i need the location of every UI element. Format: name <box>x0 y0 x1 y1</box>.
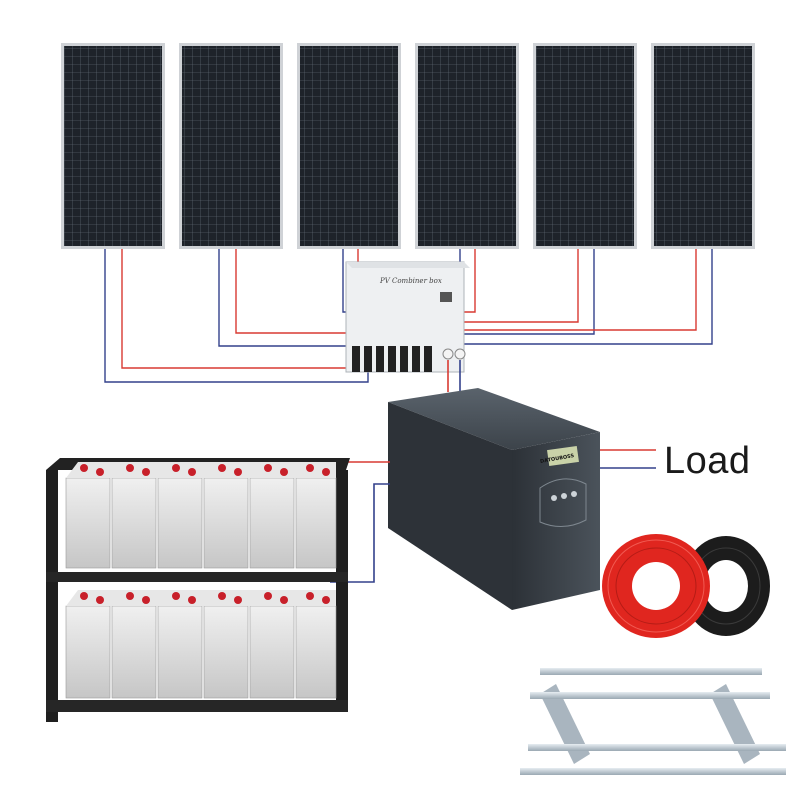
solar-panel-2 <box>179 43 283 249</box>
black-cable-coil <box>682 536 770 636</box>
inverter-display <box>547 445 579 467</box>
combiner-inverter-wiring <box>447 360 461 392</box>
solar-panel-3 <box>297 43 401 249</box>
combiner-box-label: PV Combiner box <box>380 277 442 285</box>
combiner-connectors <box>352 346 466 372</box>
battery-row-top <box>65 462 337 569</box>
mounting-bracket <box>520 668 786 775</box>
solar-panel-1 <box>61 43 165 249</box>
inverter <box>388 388 600 610</box>
solar-panel-6 <box>651 43 755 249</box>
solar-panel-4 <box>415 43 519 249</box>
inverter-button-1 <box>551 495 557 501</box>
red-cable-coil <box>602 534 710 638</box>
solar-panel-5 <box>533 43 637 249</box>
combiner-box <box>345 261 470 373</box>
battery-wiring <box>330 461 390 583</box>
load-label: Load <box>664 440 751 482</box>
solar-panel-row <box>61 43 755 249</box>
battery-row-bottom <box>65 590 337 699</box>
inverter-button-3 <box>571 491 577 497</box>
inverter-button-2 <box>561 493 567 499</box>
battery-rack <box>46 458 350 722</box>
load-wiring <box>600 449 656 469</box>
